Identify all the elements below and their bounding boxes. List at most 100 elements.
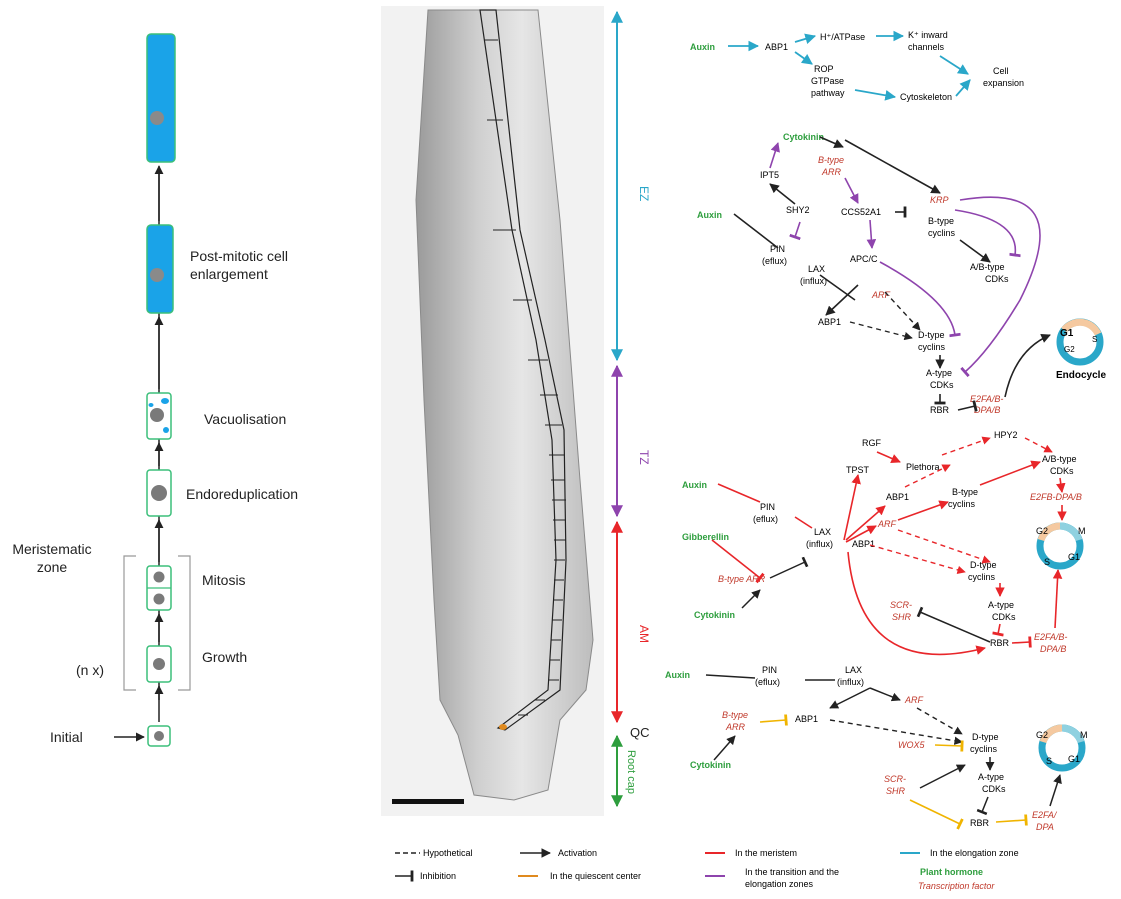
tz-apcc: APC/C bbox=[850, 254, 878, 264]
tz-lax-1: LAX bbox=[808, 264, 825, 274]
qc-lax-1: LAX bbox=[845, 665, 862, 675]
tz-abp1: ABP1 bbox=[818, 317, 841, 327]
legend-activation: Activation bbox=[558, 848, 597, 858]
ez-cytoskeleton: Cytoskeleton bbox=[900, 92, 952, 102]
tz-pin-1: PIN bbox=[770, 244, 785, 254]
tz-pathway: Cytokinin B-type ARR IPT5 KRP Auxin SHY2… bbox=[697, 132, 1106, 415]
zone-qc: QC bbox=[630, 725, 650, 740]
am-ab-cdks-2: CDKs bbox=[1050, 466, 1074, 476]
qc-btype-arr-2: ARR bbox=[725, 722, 746, 732]
endocycle-diagram: G1 S G2 Endocycle bbox=[1056, 322, 1106, 381]
qc-abp1: ABP1 bbox=[795, 714, 818, 724]
qc-auxin: Auxin bbox=[665, 670, 690, 680]
cell-stage-column bbox=[114, 34, 190, 746]
am-scr-1: SCR- bbox=[890, 600, 912, 610]
ez-auxin: Auxin bbox=[690, 42, 715, 52]
am-e2fa-2: DPA/B bbox=[1040, 644, 1066, 654]
am-plethora: Plethora bbox=[906, 462, 940, 472]
tz-btype-arr-1: B-type bbox=[818, 155, 844, 165]
am-tpst: TPST bbox=[846, 465, 870, 475]
tz-s: S bbox=[1092, 335, 1097, 344]
ez-abp1: ABP1 bbox=[765, 42, 788, 52]
am-m: M bbox=[1078, 526, 1086, 536]
ez-rop-2: GTPase bbox=[811, 76, 844, 86]
tz-auxin: Auxin bbox=[697, 210, 722, 220]
qc-pin-1: PIN bbox=[762, 665, 777, 675]
ez-k-channels-1: K⁺ inward bbox=[908, 30, 948, 40]
scale-bar bbox=[392, 799, 464, 804]
zone-root-cap: Root cap bbox=[625, 750, 637, 794]
tz-ab-cdks-2: CDKs bbox=[985, 274, 1009, 284]
zone-am: AM bbox=[637, 625, 651, 643]
tz-e2fa-1: E2FA/B- bbox=[970, 394, 1003, 404]
qc-d-cyc-2: cyclins bbox=[970, 744, 998, 754]
qc-rbr: RBR bbox=[970, 818, 990, 828]
tz-g1: G1 bbox=[1060, 328, 1074, 339]
legend-hormone: Plant hormone bbox=[920, 867, 983, 877]
tz-krp: KRP bbox=[930, 195, 949, 205]
legend-inhibition: Inhibition bbox=[420, 871, 456, 881]
qc-a-cdks-2: CDKs bbox=[982, 784, 1006, 794]
enlarged-cell-top bbox=[147, 34, 175, 162]
am-ab-cdks-1: A/B-type bbox=[1042, 454, 1077, 464]
am-btype-cyc-2: cyclins bbox=[948, 499, 976, 509]
vacuolisation-cell bbox=[147, 393, 171, 439]
qc-g1: G1 bbox=[1068, 754, 1080, 764]
qc-btype-arr-1: B-type bbox=[722, 710, 748, 720]
qc-arf: ARF bbox=[904, 695, 924, 705]
ez-cell-exp-2: expansion bbox=[983, 78, 1024, 88]
am-e2fa-1: E2FA/B- bbox=[1034, 632, 1067, 642]
tz-ccs52a1: CCS52A1 bbox=[841, 207, 881, 217]
am-pin-1: PIN bbox=[760, 502, 775, 512]
am-hpy2: HPY2 bbox=[994, 430, 1018, 440]
qc-cell-cycle: G2 M S G1 bbox=[1036, 728, 1088, 768]
am-gibberellin: Gibberellin bbox=[682, 532, 729, 542]
ez-pathway: Auxin ABP1 H⁺/ATPase K⁺ inward channels … bbox=[690, 30, 1024, 102]
endoreduplication-cell bbox=[147, 470, 171, 516]
meristem-bracket-right bbox=[178, 556, 190, 690]
am-lax-1: LAX bbox=[814, 527, 831, 537]
am-e2fb: E2FB-DPA/B bbox=[1030, 492, 1082, 502]
tz-a-cdks-1: A-type bbox=[926, 368, 952, 378]
zone-tz: TZ bbox=[637, 450, 651, 465]
tz-cytokinin: Cytokinin bbox=[783, 132, 824, 142]
legend-tf: Transcription factor bbox=[918, 881, 995, 891]
legend-transition-2: elongation zones bbox=[745, 879, 814, 889]
tz-e2fa-2: DPA/B bbox=[974, 405, 1000, 415]
ez-atpase: H⁺/ATPase bbox=[820, 32, 865, 42]
tz-d-cyc-1: D-type bbox=[918, 330, 945, 340]
tz-pin-2: (eflux) bbox=[762, 256, 787, 266]
am-cell-cycle: G2 M S G1 bbox=[1036, 526, 1086, 567]
am-d-cyc-2: cyclins bbox=[968, 572, 996, 582]
legend-transition-1: In the transition and the bbox=[745, 867, 839, 877]
am-cytokinin: Cytokinin bbox=[694, 610, 735, 620]
tz-d-cyc-2: cyclins bbox=[918, 342, 946, 352]
am-s: S bbox=[1044, 557, 1050, 567]
legend-hypothetical: Hypothetical bbox=[423, 848, 473, 858]
qc-pin-2: (eflux) bbox=[755, 677, 780, 687]
qc-lax-2: (influx) bbox=[837, 677, 864, 687]
qc-pathway: Auxin PIN (eflux) LAX (influx) ARF B-typ… bbox=[665, 665, 1088, 832]
legend-elongation: In the elongation zone bbox=[930, 848, 1019, 858]
tz-btype-cyc-2: cyclins bbox=[928, 228, 956, 238]
tz-btype-arr-2: ARR bbox=[821, 167, 842, 177]
tz-btype-cyc-1: B-type bbox=[928, 216, 954, 226]
qc-wox5: WOX5 bbox=[898, 740, 925, 750]
tz-endocycle: Endocycle bbox=[1056, 370, 1106, 381]
tz-a-cdks-2: CDKs bbox=[930, 380, 954, 390]
legend-quiescent: In the quiescent center bbox=[550, 871, 641, 881]
am-scr-2: SHR bbox=[892, 612, 912, 622]
qc-cytokinin: Cytokinin bbox=[690, 760, 731, 770]
am-arf: ARF bbox=[877, 519, 897, 529]
tz-ipt5: IPT5 bbox=[760, 170, 779, 180]
ez-rop-3: pathway bbox=[811, 88, 845, 98]
qc-a-cdks-1: A-type bbox=[978, 772, 1004, 782]
legend-meristem: In the meristem bbox=[735, 848, 797, 858]
growth-cell bbox=[147, 646, 171, 682]
am-g1: G1 bbox=[1068, 552, 1080, 562]
meristem-bracket-left bbox=[124, 556, 136, 690]
tz-g2: G2 bbox=[1064, 345, 1075, 354]
am-auxin: Auxin bbox=[682, 480, 707, 490]
qc-m: M bbox=[1080, 730, 1088, 740]
